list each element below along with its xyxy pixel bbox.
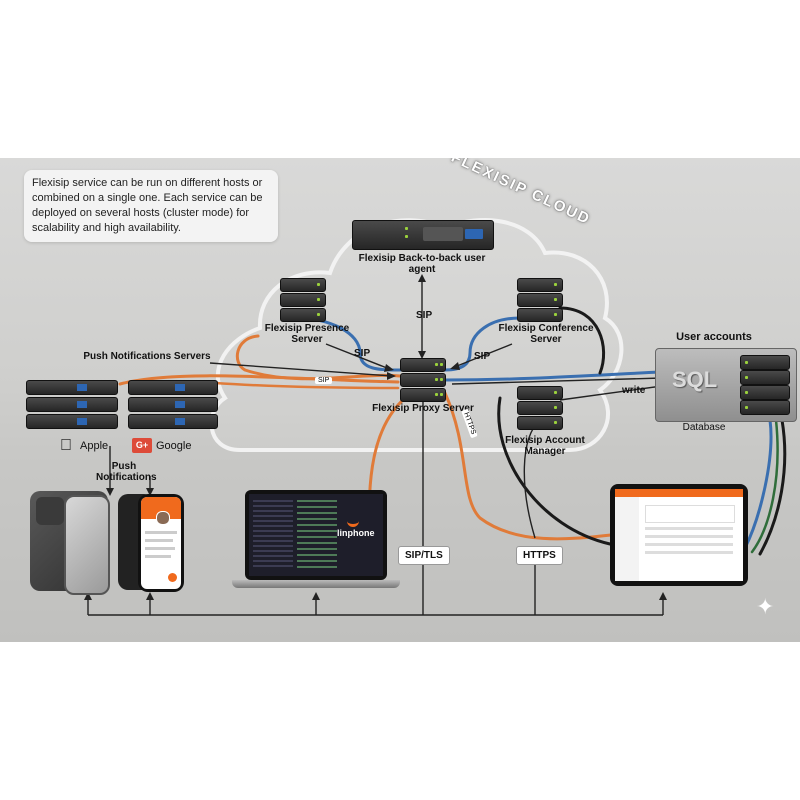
arrowhead-push-phones — [106, 488, 114, 496]
arrow-presence-proxy — [325, 343, 393, 371]
cable-push-proxy-2 — [213, 381, 400, 390]
apple-icon:  — [60, 437, 72, 455]
sparkle-icon: ✦ — [756, 594, 775, 619]
avatar — [156, 511, 170, 525]
sip-cable-tag: SIP — [315, 377, 333, 384]
cable-db-tablet-black — [758, 418, 787, 556]
arrowhead-push-proxy — [387, 372, 396, 380]
iphone-front — [64, 495, 110, 595]
arrowhead-conference-proxy — [450, 362, 460, 370]
apple-push-servers — [26, 380, 118, 429]
arrowhead-b2bua — [418, 274, 426, 282]
cable-proxy-laptop — [443, 391, 622, 541]
sip-label-left: SIP — [354, 348, 371, 359]
cable-presence-proxy — [235, 334, 402, 381]
b2bua-server — [352, 220, 494, 250]
sip-tls-tag: SIP/TLS — [398, 546, 450, 565]
google-label: Google — [156, 440, 192, 452]
arrowhead-proxy-top — [418, 351, 426, 359]
google-plus-icon: G+ — [132, 438, 152, 453]
cable-conference-black — [558, 306, 606, 375]
arrow-push-proxy — [209, 362, 393, 377]
user-accounts-label: User accounts — [676, 331, 752, 343]
arrow-proxy-db — [451, 377, 663, 385]
b2bua-label: Flexisip Back-to-back user agent — [358, 253, 486, 275]
sql-text: SQL — [672, 367, 718, 392]
laptop-base — [232, 580, 400, 588]
account-manager-label: Flexisip Account Manager — [505, 435, 585, 457]
arrowhead-presence-proxy — [384, 364, 394, 372]
database-label: Database — [682, 422, 726, 433]
https-tag: HTTPS — [516, 546, 563, 565]
call-fab-icon[interactable] — [168, 573, 177, 582]
linphone-logo-icon — [347, 516, 359, 527]
presence-label: Flexisip Presence Server — [264, 323, 350, 345]
sip-label-right: SIP — [474, 351, 491, 362]
presence-server — [280, 278, 326, 322]
bus-tablet-head — [659, 592, 667, 600]
conference-server — [517, 278, 563, 322]
database-server: SQL — [655, 348, 797, 422]
android-phone — [138, 494, 184, 592]
account-manager-server — [517, 386, 563, 430]
laptop: linphone — [245, 490, 387, 580]
push-servers-label: Push Notifications Servers — [83, 351, 211, 362]
diagram-scene: Flexisip service can be run on different… — [0, 158, 800, 642]
conference-label: Flexisip Conference Server — [498, 323, 594, 345]
arrowhead-google-phone — [146, 488, 154, 496]
camera-icon — [36, 497, 64, 525]
proxy-server — [400, 358, 446, 402]
cable-proxy-db-blue — [443, 370, 662, 382]
arrow-conference-proxy — [451, 343, 513, 369]
arrow-account-db — [559, 385, 663, 401]
linphone-logo-text: linphone — [337, 528, 375, 538]
bus-iphone-head — [84, 592, 92, 600]
write-label: write — [622, 385, 646, 396]
cable-db-tablet-green — [750, 418, 779, 554]
push-notifications-label: Push Notifications — [96, 461, 157, 483]
cable-push-proxy — [118, 374, 400, 386]
info-note: Flexisip service can be run on different… — [24, 170, 278, 242]
apple-label: Apple — [80, 440, 109, 452]
cable-db-tablet-blue — [743, 418, 773, 550]
sip-label-top: SIP — [416, 310, 433, 321]
proxy-label: Flexisip Proxy Server — [372, 403, 474, 414]
bus-android-head — [146, 592, 154, 600]
google-push-servers — [128, 380, 218, 429]
tablet — [610, 484, 748, 586]
bus-laptop-head — [312, 592, 320, 600]
